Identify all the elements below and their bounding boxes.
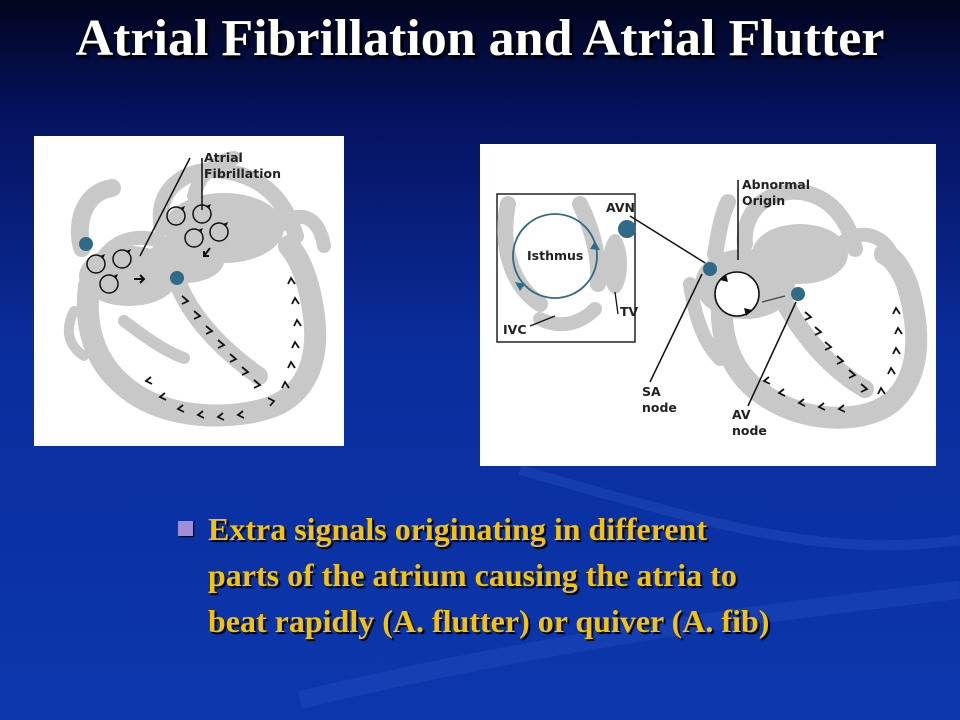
av-node-label-line1: AV bbox=[732, 407, 751, 422]
abnormal-origin-line1: Abnormal bbox=[742, 177, 810, 192]
av-node-dot bbox=[791, 287, 805, 301]
av-node-dot bbox=[170, 271, 184, 285]
atrial-fibrillation-diagram: Atrial Fibrillation bbox=[34, 136, 344, 446]
atrial-flutter-diagram: AVN Isthmus IVC TV bbox=[480, 144, 936, 466]
afib-label-line2: Fibrillation bbox=[204, 166, 281, 181]
av-node-label-line2: node bbox=[732, 423, 767, 438]
ivc-label: IVC bbox=[503, 322, 527, 337]
bullet-point: Extra signals originating in different p… bbox=[178, 506, 778, 644]
sa-node-label-line2: node bbox=[642, 400, 677, 415]
isthmus-label: Isthmus bbox=[527, 248, 583, 263]
sa-node-label-line1: SA bbox=[642, 384, 661, 399]
slide-title: Atrial Fibrillation and Atrial Flutter bbox=[75, 10, 885, 67]
sa-node-dot bbox=[79, 237, 93, 251]
bullet-square-icon bbox=[178, 521, 193, 536]
afib-label-line1: Atrial bbox=[204, 150, 243, 165]
abnormal-origin-line2: Origin bbox=[742, 193, 785, 208]
tv-label: TV bbox=[620, 304, 639, 319]
bullet-text: Extra signals originating in different p… bbox=[208, 511, 770, 639]
avn-label: AVN bbox=[606, 200, 635, 215]
sa-node-dot bbox=[703, 262, 717, 276]
